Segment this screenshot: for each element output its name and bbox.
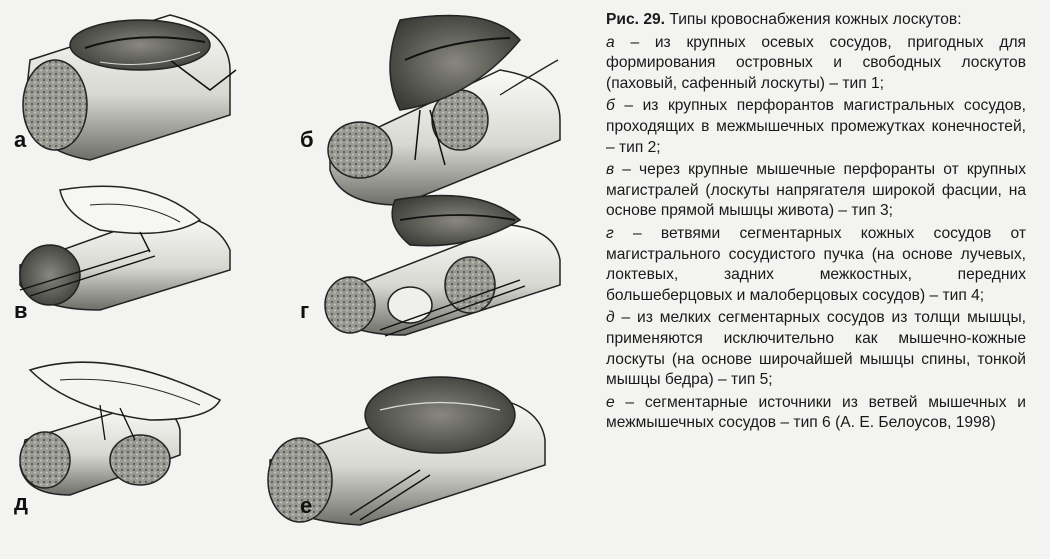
caption-letter: в [606, 161, 615, 179]
panel-a-drawing [22, 14, 237, 161]
caption-letter: г [606, 224, 614, 242]
caption-item-e: е – сегментарные источники из ветвей мыш… [606, 393, 1026, 434]
caption-item-text: – сегментарные источники из ветвей мышеч… [606, 393, 1026, 432]
panel-e-drawing [267, 376, 546, 526]
caption-letter: б [606, 97, 615, 115]
caption-item-d: д – из мелких сегментарных сосудов из то… [606, 308, 1026, 390]
caption-item-text: – из крупных перфорантов магистральных с… [606, 97, 1026, 156]
panel-label-e: е [300, 493, 313, 518]
caption-heading-text: Типы кровоснабжения кожных лоскутов: [669, 11, 962, 28]
illustration-drawing [19, 14, 561, 526]
caption-item-b: б – из крупных перфорантов магистральных… [606, 96, 1026, 158]
panel-label-a: а [14, 127, 27, 152]
caption-letter: а [606, 33, 615, 51]
caption-item-text: – через крупные мышечные перфоранты от к… [606, 161, 1026, 220]
panel-label-v: в [14, 298, 28, 323]
caption-heading: Рис. 29. Типы кровоснабжения кожных лоск… [606, 10, 1026, 31]
panel-g-drawing [324, 194, 561, 337]
panel-label-d: д [14, 490, 28, 515]
caption-item-text: – из мелких сегментарных сосудов из толщ… [606, 309, 1026, 389]
flap-illustrations: а б в г д е [14, 14, 561, 526]
caption-letter: е [606, 393, 615, 411]
caption-item-text: – из крупных осевых сосудов, пригодных д… [606, 33, 1026, 92]
figure-number: Рис. 29. [606, 11, 666, 28]
caption-item-v: в – через крупные мышечные перфоранты от… [606, 160, 1026, 222]
caption-item-a: а – из крупных осевых сосудов, пригодных… [606, 33, 1026, 95]
caption-item-g: г – ветвями сегментарных кожных сосудов … [606, 224, 1026, 306]
panel-v-drawing [19, 185, 231, 311]
panel-label-g: г [300, 298, 310, 323]
caption-item-text: – ветвями сегментарных кожных сосудов от… [606, 224, 1026, 304]
figure-caption: Рис. 29. Типы кровоснабжения кожных лоск… [606, 10, 1026, 434]
panel-b-drawing [327, 14, 561, 206]
caption-letter: д [606, 309, 615, 327]
panel-label-b: б [300, 127, 314, 152]
panel-d-drawing [19, 361, 222, 496]
